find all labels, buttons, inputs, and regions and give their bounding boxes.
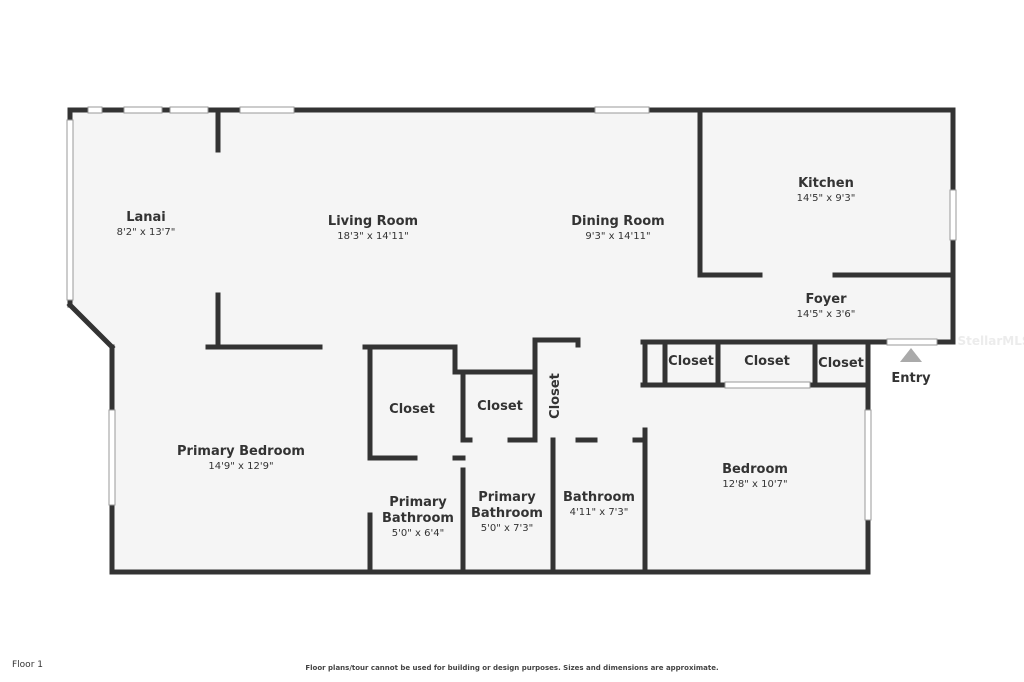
closet-label: Closet bbox=[668, 354, 714, 369]
room-name: Primary Bedroom bbox=[177, 444, 305, 459]
room-living-room: Living Room 18'3" x 14'11" bbox=[328, 214, 418, 244]
closet-label: Closet bbox=[818, 356, 864, 371]
room-dimensions: 4'11" x 7'3" bbox=[569, 507, 629, 518]
room-primary-bathroom-1: Primary Bathroom 5'0" x 6'4" bbox=[378, 495, 458, 541]
closet-label: Closet bbox=[744, 354, 790, 369]
floor-label: Floor 1 bbox=[12, 660, 43, 670]
entry-arrow-icon bbox=[900, 348, 922, 362]
room-lanai: Lanai 8'2" x 13'7" bbox=[117, 210, 176, 240]
room-dimensions: 14'9" x 12'9" bbox=[208, 461, 274, 472]
room-bathroom: Bathroom 4'11" x 7'3" bbox=[563, 490, 635, 520]
room-name: Kitchen bbox=[798, 176, 854, 191]
entry-label: Entry bbox=[891, 371, 931, 386]
room-dimensions: 14'5" x 3'6" bbox=[796, 309, 856, 320]
room-name: Bathroom bbox=[563, 490, 635, 505]
room-name: Primary Bathroom bbox=[471, 490, 543, 521]
room-foyer: Foyer 14'5" x 3'6" bbox=[797, 292, 856, 322]
windows bbox=[66, 106, 957, 521]
room-name: Foyer bbox=[805, 292, 847, 307]
disclaimer: Floor plans/tour cannot be used for buil… bbox=[305, 664, 719, 672]
closet-label: Closet bbox=[389, 402, 435, 417]
room-dimensions: 14'5" x 9'3" bbox=[796, 193, 856, 204]
room-dimensions: 5'0" x 7'3" bbox=[480, 523, 534, 534]
watermark: StellarMLS bbox=[957, 334, 1024, 348]
room-primary-bedroom: Primary Bedroom 14'9" x 12'9" bbox=[177, 444, 305, 474]
room-name: Bedroom bbox=[722, 462, 788, 477]
room-name: Lanai bbox=[126, 210, 166, 225]
room-dining-room: Dining Room 9'3" x 14'11" bbox=[571, 214, 664, 244]
closet-label: Closet bbox=[548, 373, 563, 419]
room-dimensions: 18'3" x 14'11" bbox=[337, 231, 409, 242]
room-dimensions: 12'8" x 10'7" bbox=[722, 479, 788, 490]
room-kitchen: Kitchen 14'5" x 9'3" bbox=[797, 176, 856, 206]
room-name: Primary Bathroom bbox=[382, 495, 454, 526]
room-dimensions: 5'0" x 6'4" bbox=[391, 528, 445, 539]
room-dimensions: 9'3" x 14'11" bbox=[585, 231, 651, 242]
room-name: Living Room bbox=[327, 214, 419, 229]
room-primary-bathroom-2: Primary Bathroom 5'0" x 7'3" bbox=[467, 490, 547, 536]
room-bedroom: Bedroom 12'8" x 10'7" bbox=[722, 462, 788, 492]
closet-label: Closet bbox=[477, 399, 523, 414]
room-name: Dining Room bbox=[571, 214, 665, 229]
room-dimensions: 8'2" x 13'7" bbox=[116, 227, 176, 238]
